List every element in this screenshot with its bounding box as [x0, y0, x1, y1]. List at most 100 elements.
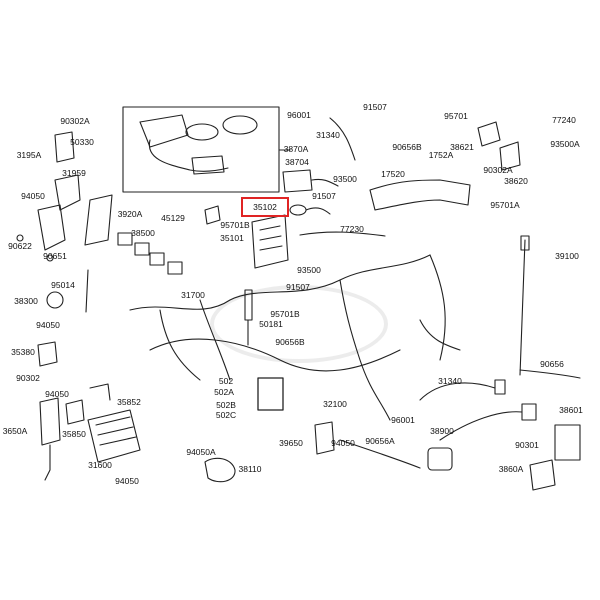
- part-label: 77240: [552, 115, 576, 125]
- switch-4: [167, 261, 183, 275]
- ignition-switch: [251, 214, 289, 269]
- part-label: 90656: [540, 359, 564, 369]
- bracket-3195a: [54, 131, 75, 163]
- part-label: 3920A: [117, 209, 143, 219]
- part-label: 38620: [504, 176, 528, 186]
- part-label: 3860A: [498, 464, 524, 474]
- group-box-3870a: [122, 106, 280, 193]
- part-label: 3650A: [2, 426, 28, 436]
- part-label: 39100: [555, 251, 579, 261]
- part-label: 31959: [62, 168, 86, 178]
- part-label: 3195A: [16, 150, 42, 160]
- part-label: 90622: [8, 241, 32, 251]
- part-label: 90656A: [365, 436, 395, 446]
- part-label: 95701: [444, 111, 468, 121]
- part-label: 90302A: [60, 116, 90, 126]
- sensor-35850: [65, 399, 85, 425]
- relay-3650a: [39, 397, 61, 446]
- part-3860a: [529, 459, 556, 491]
- part-label: 91507: [312, 191, 336, 201]
- part-label: 95014: [51, 280, 75, 290]
- part-label: 38601: [559, 405, 583, 415]
- cable-31340-top: [329, 117, 356, 161]
- part-label: 95701B: [270, 309, 300, 319]
- cable-31340: [419, 382, 496, 401]
- handlebar-17520: [369, 179, 471, 211]
- switch-1: [117, 232, 133, 246]
- part-label: 90302: [16, 373, 40, 383]
- key-ring: [289, 204, 307, 216]
- part-label: 94050: [45, 389, 69, 399]
- part-label: 35852: [117, 397, 141, 407]
- part-label: 35380: [11, 347, 35, 357]
- part-label: 50181: [259, 319, 283, 329]
- screw-90622: [16, 234, 24, 242]
- switch-38621: [477, 121, 501, 147]
- part-label: 90656B: [392, 142, 422, 152]
- fuse-3920a: [84, 194, 113, 246]
- part-label: 94050: [331, 438, 355, 448]
- part-label: 94050: [21, 191, 45, 201]
- part-label: 95701A: [490, 200, 520, 210]
- part-label: 39650: [279, 438, 303, 448]
- part-label: 502B: [216, 400, 236, 410]
- cover-31959: [54, 174, 81, 211]
- part-label: 91507: [286, 282, 310, 292]
- cable-90656a: [339, 439, 421, 469]
- part-label: 502: [218, 376, 234, 386]
- horn-38110: [204, 457, 236, 483]
- part-label: 96001: [287, 110, 311, 120]
- part-label: 1752A: [428, 150, 454, 160]
- switch-3: [149, 252, 165, 266]
- cable-77230: [299, 231, 386, 237]
- part-38300: [46, 291, 64, 309]
- part-label: 31700: [181, 290, 205, 300]
- part-label: 31340: [316, 130, 340, 140]
- box-502: [257, 377, 284, 411]
- part-label: 38300: [14, 296, 38, 306]
- part-label: 35850: [62, 429, 86, 439]
- clip-45129: [204, 205, 221, 225]
- screw-90651: [46, 254, 54, 262]
- remote-key-2: [222, 115, 258, 135]
- relay-block: [191, 155, 225, 175]
- part-label: 3870A: [283, 144, 309, 154]
- relay-35380: [37, 341, 58, 367]
- watermark-logo: [210, 285, 388, 363]
- bracket-38601: [554, 424, 581, 461]
- part-label: 35101: [220, 233, 244, 243]
- ecu-unit: [139, 114, 189, 148]
- part-label: 38110: [238, 464, 262, 474]
- part-label-35102: 35102: [253, 202, 277, 212]
- sensor-50181: [244, 289, 253, 321]
- part-label: 50330: [70, 137, 94, 147]
- part-label: 38900: [430, 426, 454, 436]
- part-label: 94050: [36, 320, 60, 330]
- connector-38900: [427, 447, 453, 471]
- ecu-cable: [148, 139, 229, 172]
- cable-39100: [519, 239, 526, 376]
- part-label: 90301: [515, 440, 539, 450]
- bracket-35852: [89, 383, 111, 401]
- part-label: 31600: [88, 460, 112, 470]
- part-label: 77230: [340, 224, 364, 234]
- regulator-31600: [87, 409, 141, 463]
- part-label: 502A: [214, 387, 234, 397]
- relay-39650: [314, 421, 335, 455]
- remote-key-1: [185, 123, 219, 141]
- switch-2: [134, 242, 150, 256]
- part-label: 93500: [297, 265, 321, 275]
- part-label: 90656B: [275, 337, 305, 347]
- part-label: 94050A: [186, 447, 216, 457]
- part-label: 96001: [391, 415, 415, 425]
- part-label: 94050: [115, 476, 139, 486]
- highlight-box-35102: [241, 197, 289, 217]
- probe-95014: [85, 269, 89, 313]
- part-label: 502C: [215, 410, 237, 420]
- switch-38620: [499, 141, 521, 171]
- part-label: 95701B: [220, 220, 250, 230]
- part-label: 38621: [450, 142, 474, 152]
- main-harness: [129, 254, 431, 311]
